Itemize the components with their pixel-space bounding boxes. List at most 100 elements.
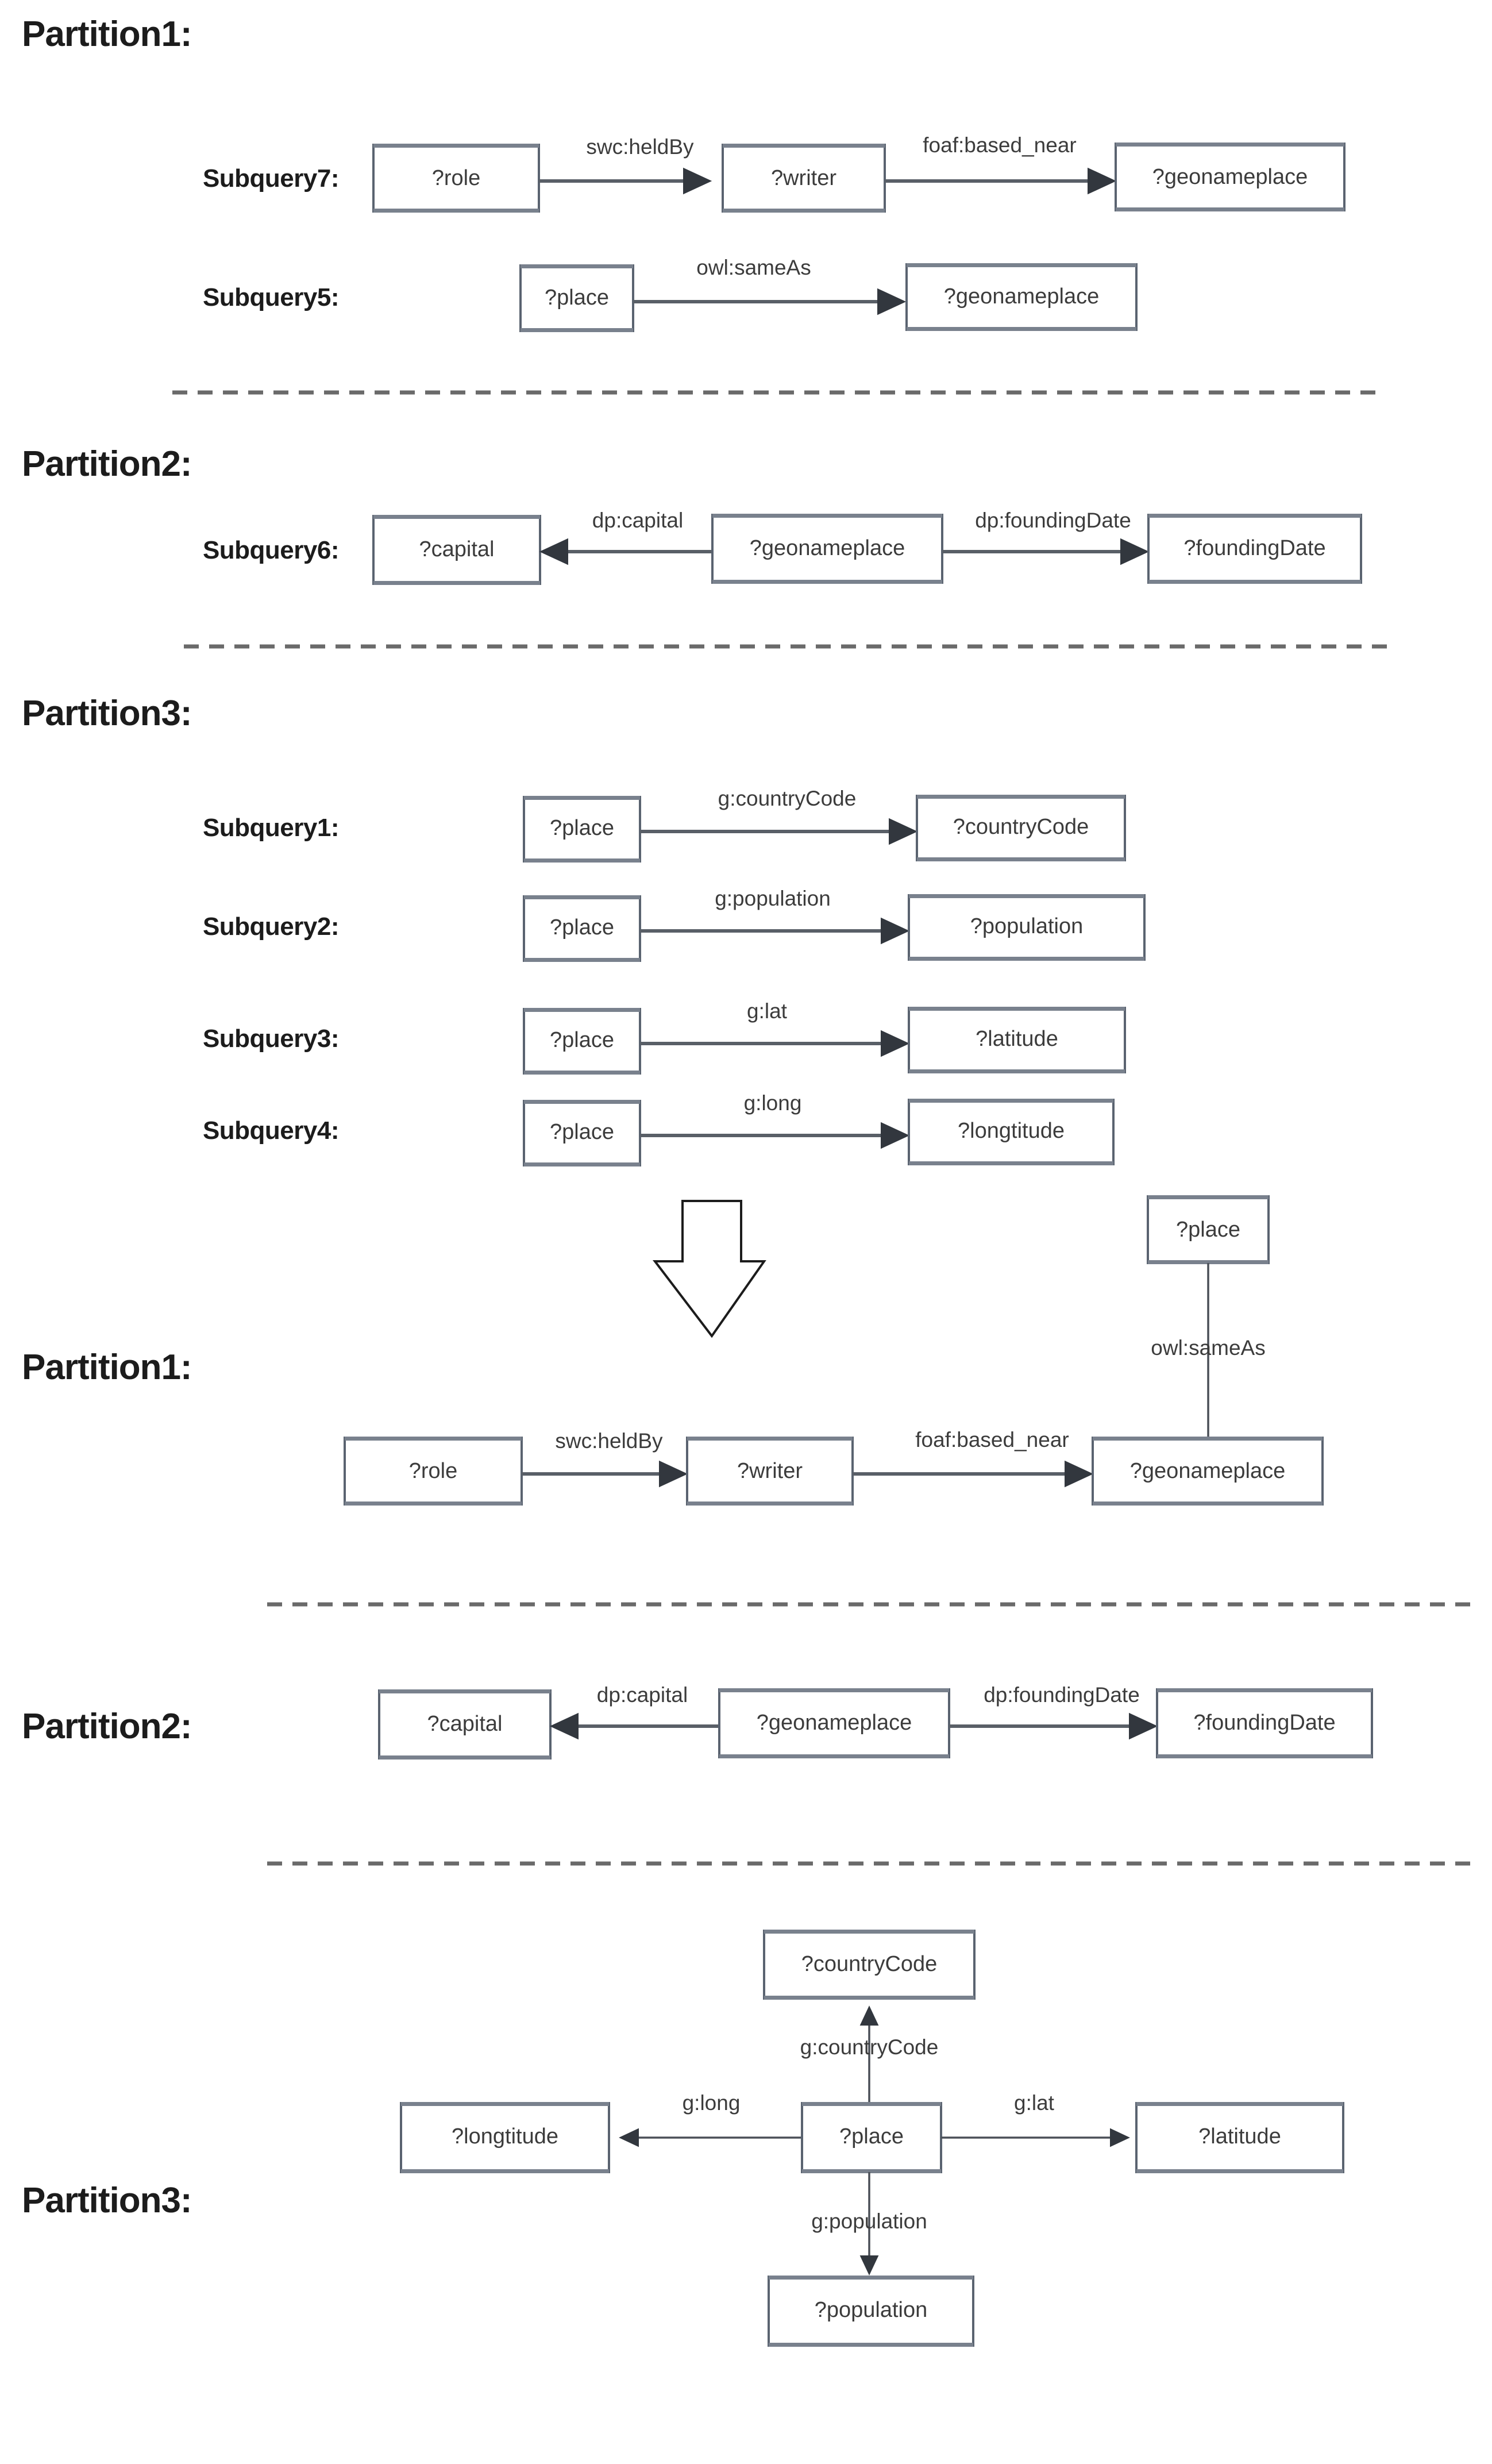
node-label: ?place — [1176, 1218, 1240, 1242]
node-label: ?role — [432, 166, 481, 190]
edge-label: g:population — [715, 887, 831, 910]
partition1-top-heading: Partition1: — [22, 14, 192, 54]
partition3-bottom-heading: Partition3: — [22, 2181, 192, 2220]
subquery6-label: Subquery6: — [203, 536, 339, 564]
edge-label: g:countryCode — [718, 787, 857, 810]
node-longtitude-sq4[interactable]: ?longtitude — [908, 1099, 1115, 1165]
edge-g-lat-sq3: g:lat — [640, 999, 910, 1057]
node-role-p1b[interactable]: ?role — [344, 1437, 523, 1506]
node-latitude-p3b[interactable]: ?latitude — [1135, 2102, 1344, 2173]
subquery3-label: Subquery3: — [203, 1025, 339, 1053]
edge-label: foaf:based_near — [923, 133, 1076, 157]
node-place-sq3[interactable]: ?place — [523, 1008, 641, 1075]
node-geonameplace-sq7[interactable]: ?geonameplace — [1115, 143, 1346, 211]
node-label: ?place — [550, 915, 614, 940]
edge-owl-sameAs-sq5: owl:sameAs — [633, 256, 907, 315]
edge-g-long-p3b: g:long — [619, 2091, 802, 2147]
edge-foaf-based-near-p1b: foaf:based_near — [853, 1428, 1094, 1488]
node-writer-p1b[interactable]: ?writer — [686, 1437, 854, 1506]
node-place-sq5[interactable]: ?place — [519, 264, 634, 332]
edge-g-population-p3b: g:population — [811, 2172, 927, 2276]
edge-label: g:population — [811, 2209, 927, 2233]
edge-dp-foundingDate-sq6: dp:foundingDate — [942, 509, 1150, 565]
node-label: ?latitude — [1198, 2124, 1281, 2149]
node-label: ?latitude — [976, 1027, 1058, 1051]
node-label: ?capital — [427, 1712, 503, 1736]
partition2-top-heading: Partition2: — [22, 444, 192, 484]
edge-label: g:countryCode — [800, 2035, 939, 2059]
node-label: ?foundingDate — [1193, 1711, 1335, 1735]
node-label: ?longtitude — [958, 1119, 1065, 1143]
node-population-p3b[interactable]: ?population — [768, 2276, 974, 2347]
edge-label: swc:heldBy — [555, 1429, 663, 1453]
edge-swc-heldBy-sq7: swc:heldBy — [539, 135, 712, 195]
node-label: ?countryCode — [953, 815, 1089, 839]
node-place-p3b[interactable]: ?place — [801, 2102, 942, 2173]
edge-dp-foundingDate-p2b: dp:foundingDate — [949, 1683, 1158, 1740]
edge-label: dp:foundingDate — [984, 1683, 1140, 1707]
edge-g-long-sq4: g:long — [640, 1091, 910, 1149]
edge-label: g:lat — [747, 999, 788, 1023]
node-countryCode-p3b[interactable]: ?countryCode — [763, 1930, 976, 2000]
node-label: ?geonameplace — [757, 1711, 912, 1735]
edge-label: g:long — [744, 1091, 802, 1115]
edge-label: swc:heldBy — [586, 135, 694, 159]
edge-swc-heldBy-p1b: swc:heldBy — [522, 1429, 688, 1488]
node-label: ?role — [409, 1459, 458, 1483]
edge-g-countryCode-p3b: g:countryCode — [800, 2005, 939, 2106]
node-label: ?writer — [737, 1459, 803, 1483]
node-label: ?place — [550, 816, 614, 840]
node-label: ?geonameplace — [1130, 1459, 1285, 1483]
edge-dp-capital-p2b: dp:capital — [549, 1683, 719, 1740]
node-foundingDate-sq6[interactable]: ?foundingDate — [1147, 514, 1362, 584]
edge-foaf-based-near-sq7: foaf:based_near — [885, 133, 1117, 195]
node-longtitude-p3b[interactable]: ?longtitude — [400, 2102, 610, 2173]
subquery2-label: Subquery2: — [203, 913, 339, 941]
node-label: ?writer — [771, 166, 836, 190]
node-writer-sq7[interactable]: ?writer — [722, 144, 886, 213]
node-foundingDate-p2b[interactable]: ?foundingDate — [1156, 1688, 1373, 1758]
edge-label: g:lat — [1014, 2091, 1055, 2115]
node-label: ?longtitude — [452, 2124, 558, 2149]
node-label: ?place — [839, 2124, 904, 2149]
node-role-sq7[interactable]: ?role — [372, 144, 540, 213]
subquery7-label: Subquery7: — [203, 164, 339, 192]
node-countryCode-sq1[interactable]: ?countryCode — [916, 795, 1126, 861]
node-label: ?countryCode — [801, 1952, 938, 1976]
edge-label: dp:foundingDate — [975, 509, 1131, 532]
node-population-sq2[interactable]: ?population — [908, 894, 1146, 961]
edge-owl-sameAs-p1b: owl:sameAs — [1151, 1263, 1266, 1438]
node-place-sq4[interactable]: ?place — [523, 1100, 641, 1166]
node-capital-sq6[interactable]: ?capital — [372, 515, 541, 585]
node-place-p1b[interactable]: ?place — [1147, 1195, 1270, 1264]
node-geonameplace-p1b[interactable]: ?geonameplace — [1092, 1437, 1324, 1506]
node-geonameplace-p2b[interactable]: ?geonameplace — [718, 1688, 950, 1758]
node-geonameplace-sq6[interactable]: ?geonameplace — [711, 514, 943, 584]
node-capital-p2b[interactable]: ?capital — [378, 1689, 552, 1760]
node-label: ?place — [550, 1120, 614, 1144]
node-label: ?place — [550, 1028, 614, 1052]
node-label: ?place — [545, 286, 609, 310]
edge-g-countryCode-sq1: g:countryCode — [640, 787, 918, 845]
edge-label: dp:capital — [597, 1683, 688, 1707]
node-place-sq1[interactable]: ?place — [523, 796, 641, 863]
node-geonameplace-sq5[interactable]: ?geonameplace — [905, 263, 1138, 331]
partition1-bottom-heading: Partition1: — [22, 1348, 192, 1387]
node-label: ?geonameplace — [944, 284, 1099, 309]
edge-label: owl:sameAs — [1151, 1336, 1265, 1360]
down-arrow-icon — [652, 1200, 766, 1338]
node-label: ?population — [970, 914, 1084, 938]
node-latitude-sq3[interactable]: ?latitude — [908, 1007, 1126, 1073]
subquery5-label: Subquery5: — [203, 283, 339, 311]
node-label: ?capital — [419, 537, 495, 561]
node-place-sq2[interactable]: ?place — [523, 895, 641, 962]
edge-g-lat-p3b: g:lat — [941, 2091, 1130, 2147]
partition2-bottom-heading: Partition2: — [22, 1707, 192, 1746]
node-label: ?geonameplace — [750, 536, 905, 560]
node-label: ?population — [815, 2298, 928, 2322]
edge-label: g:long — [683, 2091, 741, 2115]
edge-g-population-sq2: g:population — [640, 887, 910, 945]
edge-label: dp:capital — [592, 509, 683, 532]
subquery1-label: Subquery1: — [203, 814, 339, 842]
